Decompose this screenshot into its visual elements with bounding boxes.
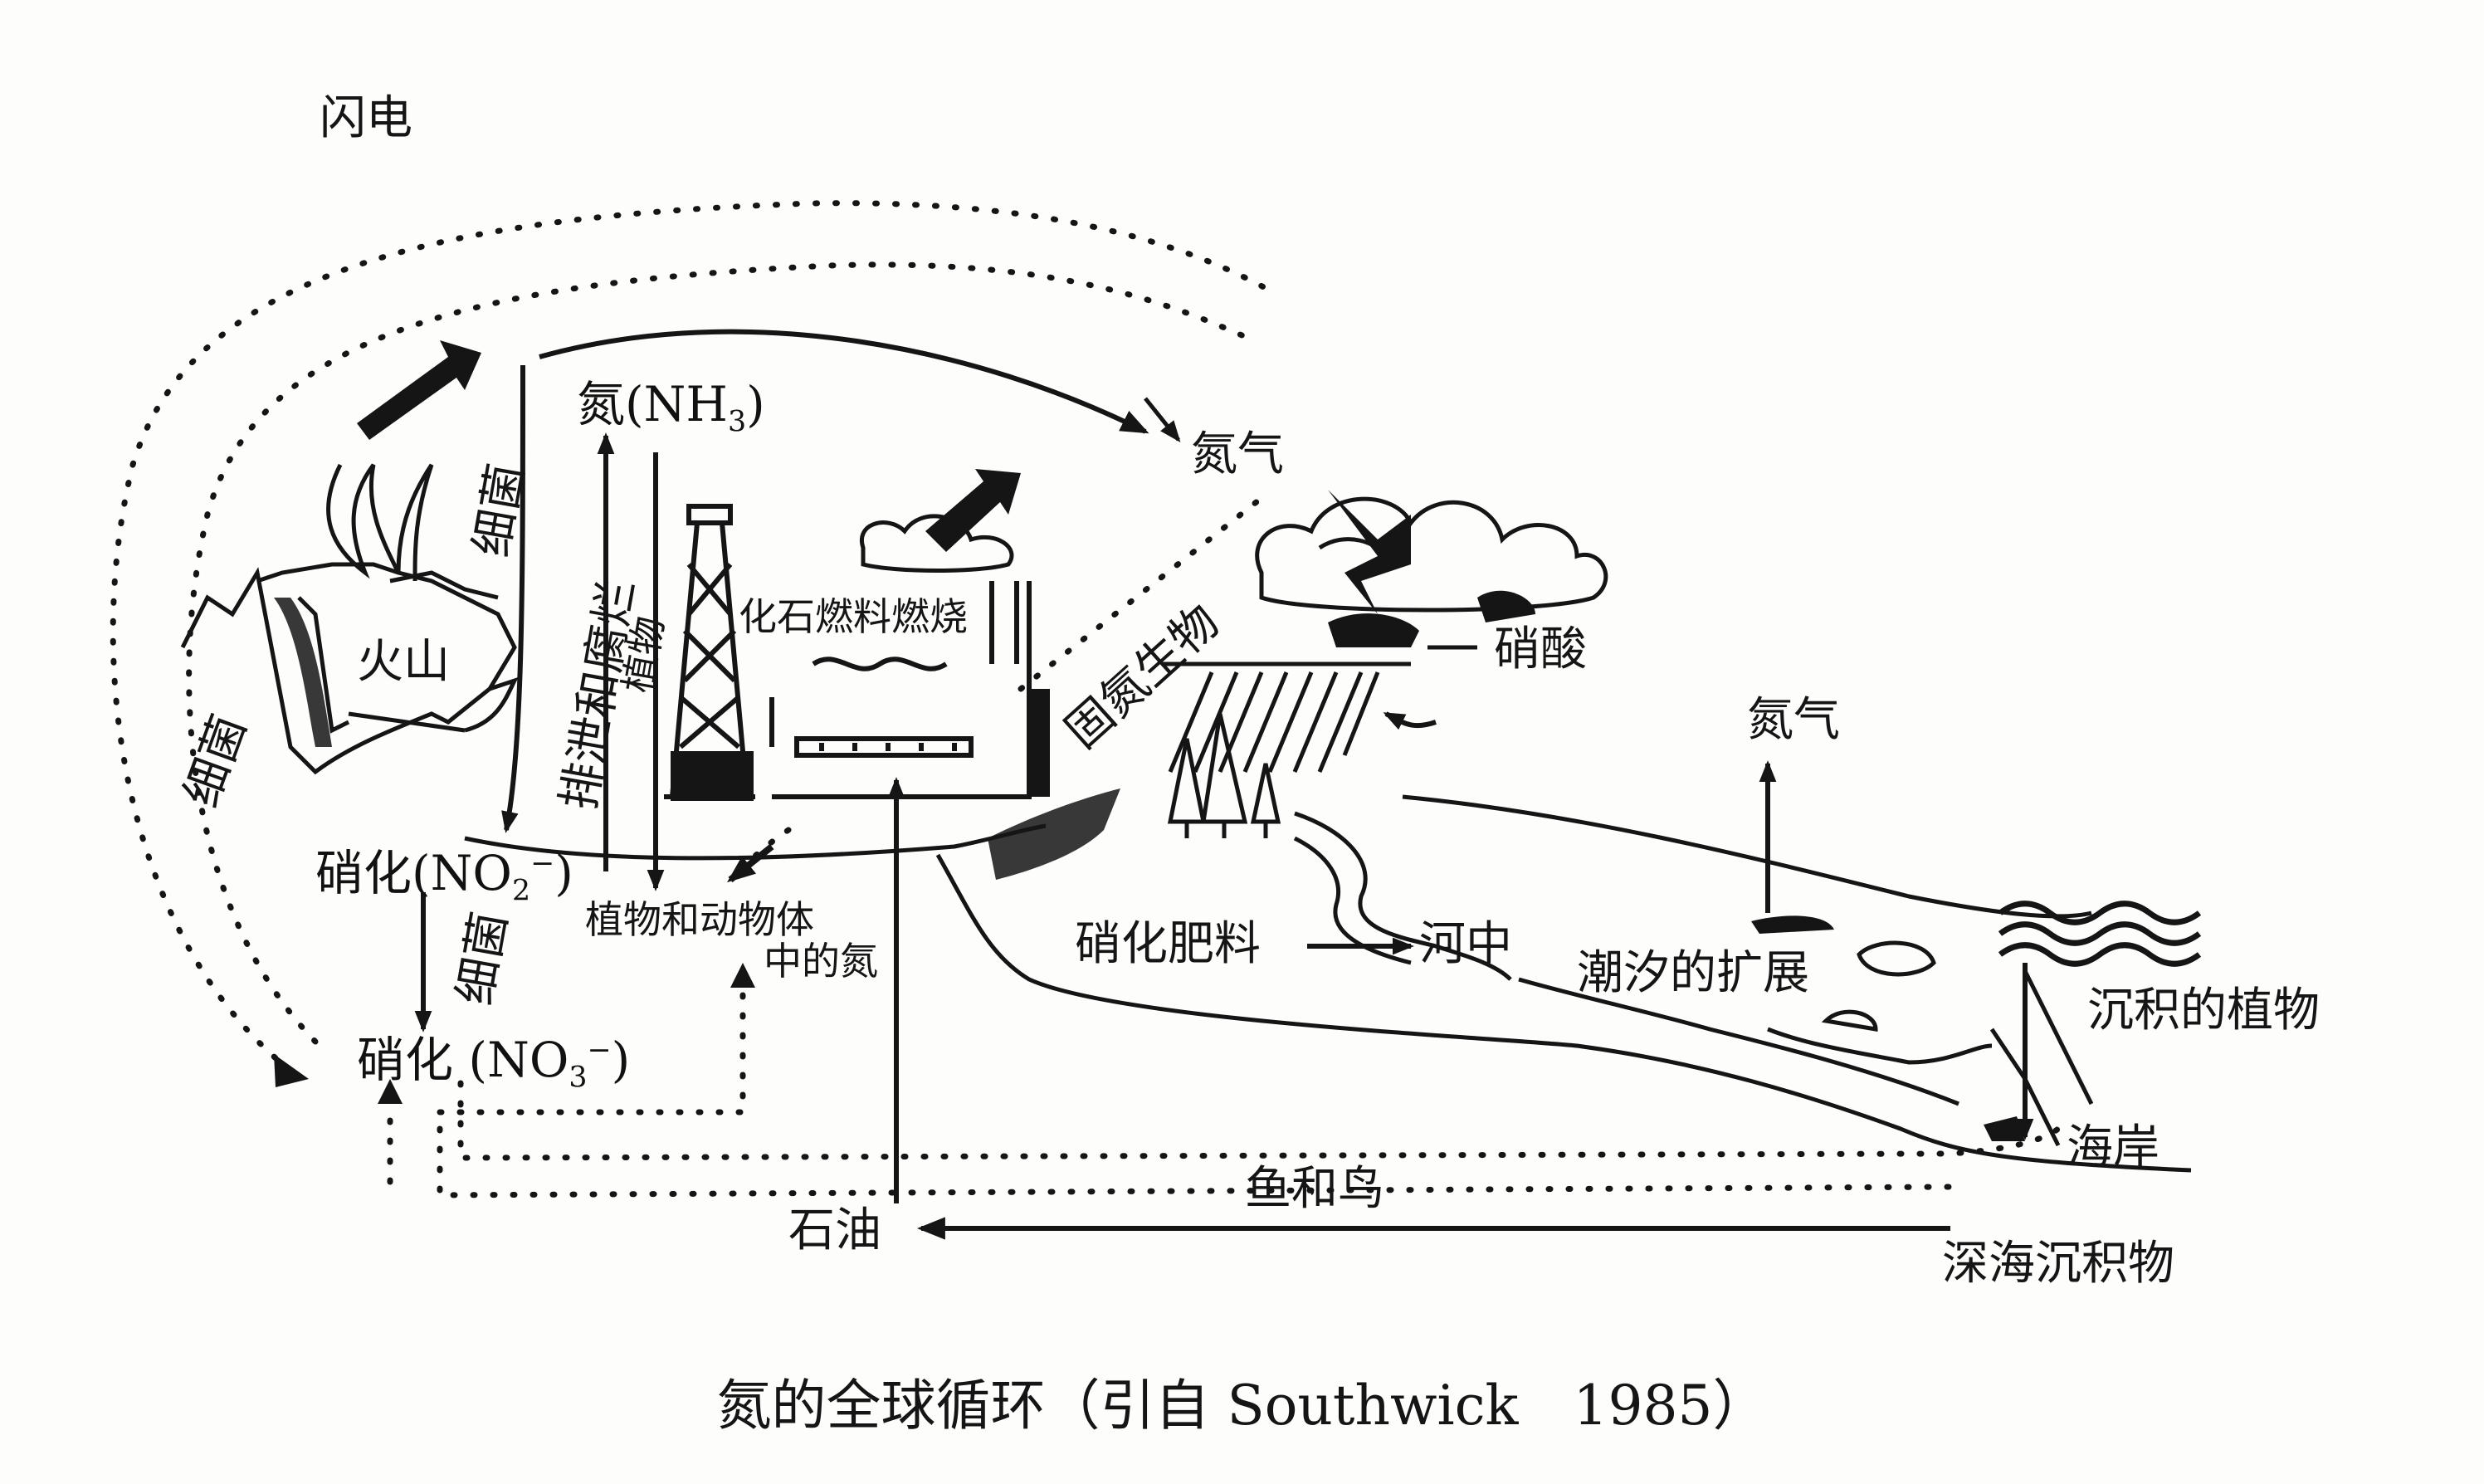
label-fertilizer: 硝化肥料	[1075, 917, 1261, 971]
factory-chimney	[1029, 689, 1050, 797]
volcano-icon	[180, 463, 519, 775]
trees-icon	[1167, 713, 1281, 838]
arrow-fossil-down	[727, 843, 774, 883]
label-sediment-plants: 沉积的植物	[2087, 984, 2320, 1037]
volcano-shadow	[274, 598, 332, 747]
fossil-smoke-arrow-icon	[925, 469, 1021, 552]
arrow-acid-to-rain	[1383, 711, 1437, 730]
cloud-dark-1	[1328, 613, 1419, 647]
label-deep-sea: 深海沉积物	[1942, 1237, 2174, 1291]
arrow-bacteria-to-nitrogen	[539, 329, 1149, 434]
dotted-arrowhead-up-left	[378, 1079, 403, 1104]
label-tidal: 潮汐的扩展	[1577, 946, 1809, 1000]
label-organism-nitrogen-1: 植物和动物体	[585, 897, 814, 942]
arrow-nitrogen-gas-small	[1144, 397, 1181, 443]
tidal-rocks	[1821, 940, 1936, 1032]
label-volcano: 火山	[357, 635, 450, 689]
arrow-bacteria-down	[501, 364, 525, 833]
dotted-arrowhead-organism	[730, 963, 755, 988]
label-nitrate: 硝化 (NO3−)	[357, 1032, 631, 1095]
coast-boat-icon	[1984, 1116, 2025, 1141]
landscape-lines	[464, 794, 2192, 1173]
fertilizer-field	[988, 788, 1120, 880]
label-river: 河中	[1419, 917, 1512, 971]
dotted-to-organism	[437, 976, 746, 1115]
waves-icon	[1998, 901, 2202, 967]
lightning-bolt-icon	[1328, 490, 1411, 614]
cloud-dark-2	[1477, 590, 1535, 622]
dotted-arc-outer	[110, 200, 1273, 1074]
oil-derrick-base	[671, 751, 754, 801]
label-organism-nitrogen-2: 中的氮	[764, 939, 878, 984]
label-lightning: 闪电	[320, 91, 412, 145]
label-nitric-acid: 硝酸	[1494, 622, 1587, 676]
label-nitrogen-gas-right: 氮气	[1747, 693, 1840, 747]
tidal-pool	[1751, 915, 1834, 934]
label-ammonia: 氮(NH3)	[577, 376, 765, 439]
volcano-arrow-icon	[357, 340, 481, 440]
label-fossil-fuel: 化石燃料燃烧	[739, 594, 968, 639]
label-fish-birds: 鱼和鸟	[1245, 1162, 1384, 1216]
label-nitrite: 硝化(NO2−)	[315, 845, 573, 908]
storm-cloud-icon	[1255, 496, 1608, 613]
dotted-lower-2	[437, 1125, 1954, 1198]
figure-caption: 氮的全球循环（引自 Southwick 1985）	[716, 1374, 1768, 1438]
label-petroleum: 石油	[788, 1203, 881, 1257]
dotted-lower-1	[457, 1080, 2062, 1161]
smoke-cloud-icon	[859, 514, 1014, 573]
dotted-arc-inner	[186, 261, 1257, 1045]
label-nitrogen-gas-top: 氮气	[1191, 427, 1284, 481]
label-coast: 海岸	[2067, 1120, 2159, 1174]
dotted-arrowhead-left	[274, 1054, 309, 1087]
rain-lines	[1162, 661, 1411, 773]
